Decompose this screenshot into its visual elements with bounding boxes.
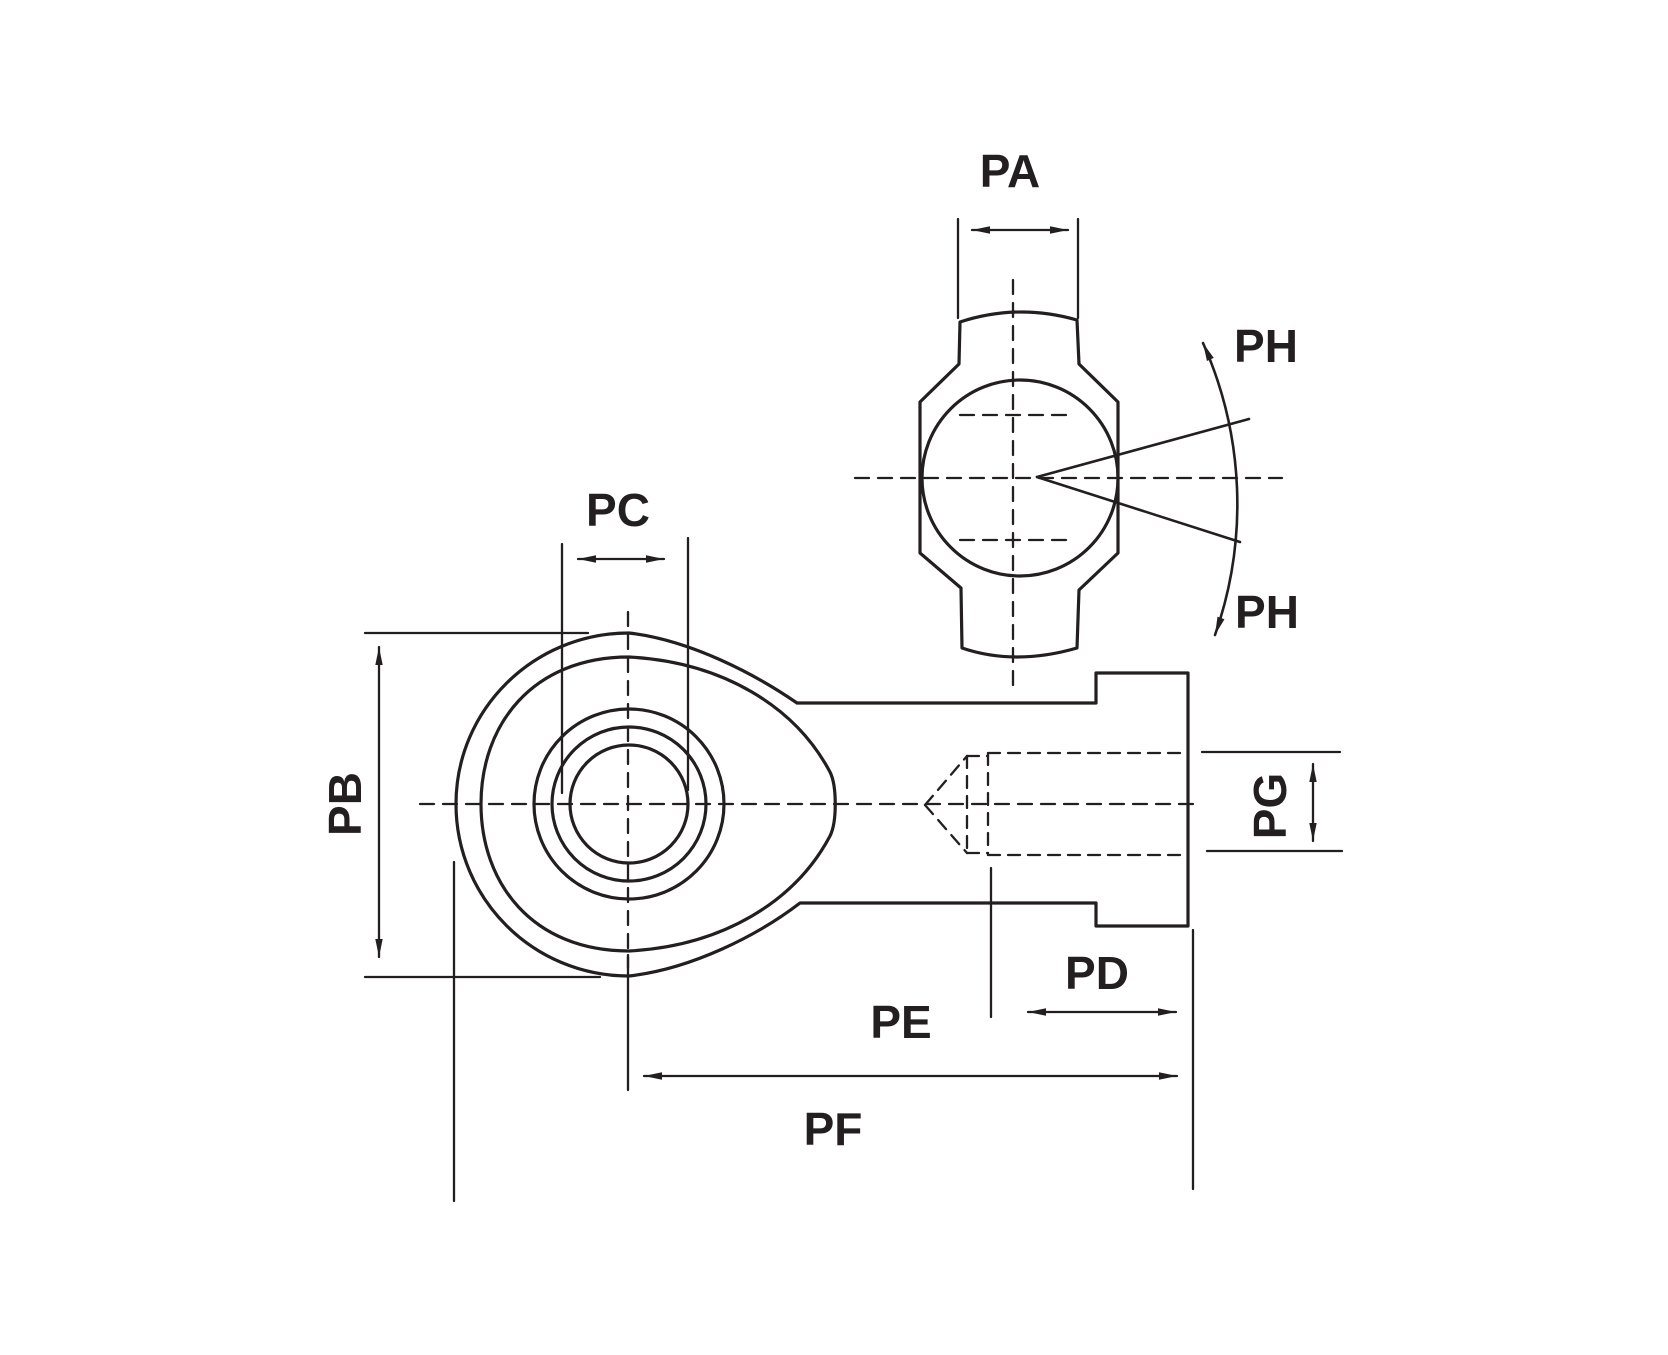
- dim-label-pe: PE: [870, 996, 932, 1048]
- side-view-head-outline: [918, 310, 1120, 659]
- ball-housing-circle: [532, 707, 726, 901]
- dim-label-pc: PC: [586, 484, 650, 536]
- angle-line-upper: [1035, 417, 1251, 479]
- dim-pb: [363, 631, 602, 979]
- dim-pd: [989, 866, 1195, 1191]
- dim-pc: [560, 536, 690, 795]
- eye-boss-outline: [479, 655, 837, 953]
- bore-circle: [568, 743, 690, 865]
- angle-line-lower: [1035, 475, 1242, 544]
- dim-label-ph-upper: PH: [1234, 320, 1298, 372]
- dimension-lines: [363, 217, 1344, 1203]
- misalignment-angle: [1035, 341, 1251, 637]
- dim-label-ph-lower: PH: [1235, 586, 1299, 638]
- side-view-outline: [918, 310, 1120, 659]
- rod-end-body-outline: [454, 631, 1190, 978]
- angle-arc: [1201, 341, 1239, 637]
- dim-label-pa: PA: [979, 145, 1041, 197]
- dim-label-pf: PF: [803, 1103, 863, 1155]
- dim-pg: [1200, 750, 1344, 853]
- side-view-ball-circle: [920, 378, 1120, 578]
- ball-circle: [550, 725, 708, 883]
- dim-label-pd: PD: [1065, 947, 1129, 999]
- dim-label-pg: PG: [1244, 772, 1296, 840]
- dim-pe: [626, 953, 1179, 1092]
- dim-pa: [956, 217, 1080, 320]
- internal-thread-hidden-lines: [923, 751, 1190, 857]
- front-view-outline: [454, 631, 1190, 978]
- dim-label-pb: PB: [319, 772, 371, 836]
- centerlines: [418, 278, 1284, 970]
